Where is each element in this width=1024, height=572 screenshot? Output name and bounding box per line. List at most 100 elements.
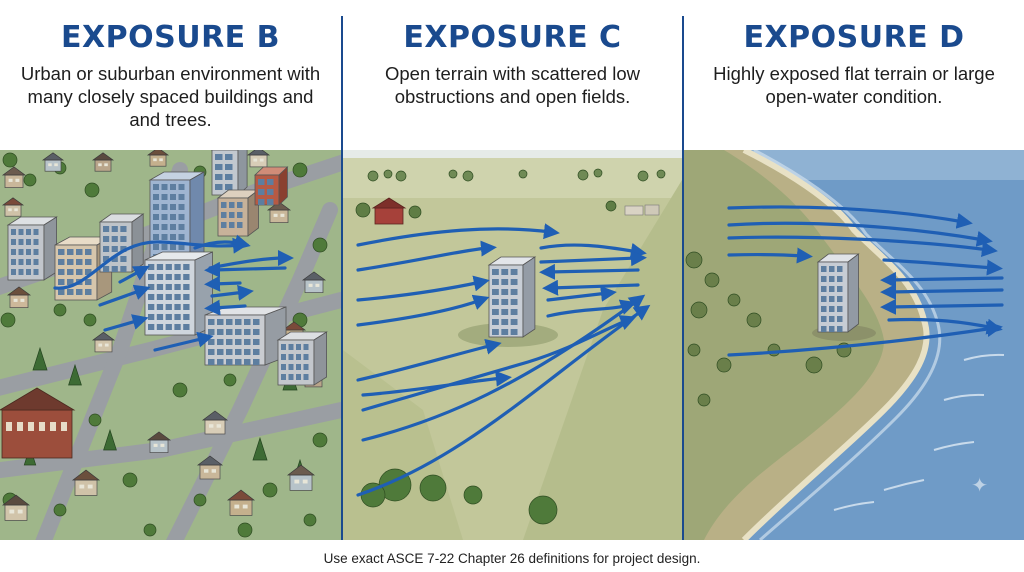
wind-arrow-icon xyxy=(356,294,490,327)
wind-arrow-icon xyxy=(539,250,647,267)
sparkle-icon: ✦ xyxy=(971,475,988,497)
exposure-b-panel: EXPOSURE B Urban or suburban environment… xyxy=(0,0,341,540)
tree-icon xyxy=(767,343,781,357)
wind-arrow-icon xyxy=(193,234,251,251)
house-icon xyxy=(1,494,31,521)
wind-arrow-icon xyxy=(204,275,242,292)
wind-arrow-icon xyxy=(204,261,287,278)
urban-scene xyxy=(0,150,341,540)
tree-icon xyxy=(697,393,711,407)
house-icon xyxy=(91,152,115,172)
window xyxy=(50,422,56,431)
tree-icon xyxy=(528,495,558,525)
tree-icon xyxy=(53,503,67,517)
wave xyxy=(883,479,925,491)
wind-arrow-icon xyxy=(542,279,640,296)
tree-icon xyxy=(303,513,317,527)
office-building-icon xyxy=(204,306,287,366)
office-building-icon xyxy=(487,256,537,338)
office-building-icon xyxy=(254,166,289,206)
wind-arrow-icon xyxy=(153,331,214,352)
house-icon xyxy=(201,410,229,435)
brick-school-roof xyxy=(0,387,76,411)
tree-icon xyxy=(68,363,82,386)
wind-arrow-icon xyxy=(210,284,254,301)
tree-icon xyxy=(593,168,603,178)
tree-icon xyxy=(252,436,268,461)
exposure-d-header: EXPOSURE D Highly exposed flat terrain o… xyxy=(684,0,1024,150)
wind-arrow-icon xyxy=(546,299,637,318)
wind-arrow-icon xyxy=(118,265,150,284)
tree-icon xyxy=(577,169,589,181)
open-terrain-scene xyxy=(343,150,682,540)
tree-icon xyxy=(53,303,67,317)
window xyxy=(61,422,67,431)
wind-arrow-icon xyxy=(727,205,973,229)
inland-grass xyxy=(684,150,884,540)
tree-icon xyxy=(656,169,666,179)
house-icon xyxy=(71,469,101,496)
tree-icon xyxy=(355,202,371,218)
wind-arrow-icon xyxy=(361,315,637,412)
house-icon xyxy=(286,464,316,491)
tree-icon xyxy=(805,356,823,374)
tree-icon xyxy=(292,162,308,178)
exposure-c-title: EXPOSURE C xyxy=(403,20,622,55)
house-icon xyxy=(226,489,256,516)
office-building-icon xyxy=(216,189,260,237)
field-patch xyxy=(523,180,682,540)
tree-icon xyxy=(143,523,157,537)
tree-icon xyxy=(637,170,649,182)
panel-divider xyxy=(341,16,343,540)
wind-arrow-icon xyxy=(887,317,1003,335)
office-building-icon xyxy=(210,150,248,196)
tree-icon xyxy=(704,272,720,288)
tree-icon xyxy=(122,472,138,488)
wind-arrow-icon xyxy=(727,235,998,258)
tree-icon xyxy=(84,182,100,198)
open-terrain-illustration xyxy=(343,150,682,540)
window xyxy=(39,422,45,431)
office-building-icon xyxy=(276,331,328,386)
red-barn-roof xyxy=(371,197,407,209)
exposure-c-header: EXPOSURE C Open terrain with scattered l… xyxy=(343,0,682,150)
tree-icon xyxy=(690,301,708,319)
exposure-d-title: EXPOSURE D xyxy=(743,20,965,55)
wind-arrow-icon xyxy=(103,314,149,332)
house-icon xyxy=(41,152,65,172)
tree-icon xyxy=(23,173,37,187)
house-icon xyxy=(266,201,292,223)
tree-icon xyxy=(727,293,741,307)
wind-arrow-icon xyxy=(356,338,502,382)
tree-icon xyxy=(687,343,701,357)
house-icon xyxy=(6,286,32,308)
office-building-icon xyxy=(6,216,58,281)
tree-icon xyxy=(193,493,207,507)
tree-icon xyxy=(32,346,48,371)
panel-divider xyxy=(682,16,684,540)
house-icon xyxy=(146,431,172,453)
tree-icon xyxy=(83,313,97,327)
tree-icon xyxy=(2,152,18,168)
window xyxy=(28,422,34,431)
tree-icon xyxy=(716,357,732,373)
farm-shed xyxy=(624,205,644,216)
tree-icon xyxy=(419,474,447,502)
tree-icon xyxy=(448,169,458,179)
wind-arrow-icon xyxy=(204,299,247,316)
house-icon xyxy=(246,150,271,168)
wind-arrow-icon xyxy=(727,321,1003,357)
tree-icon xyxy=(383,169,393,179)
wave xyxy=(943,393,985,401)
tree-icon xyxy=(312,237,328,253)
wind-arrow-icon xyxy=(539,263,640,280)
tree-icon xyxy=(103,428,117,451)
tree-icon xyxy=(312,432,328,448)
wind-arrow-icon xyxy=(361,294,646,442)
tree-icon xyxy=(0,312,16,328)
house-icon xyxy=(1,197,25,217)
wind-arrow-icon xyxy=(356,275,490,302)
field-far xyxy=(343,158,682,198)
exposure-d-description: Highly exposed flat terrain or large ope… xyxy=(713,63,995,107)
window xyxy=(6,422,12,431)
